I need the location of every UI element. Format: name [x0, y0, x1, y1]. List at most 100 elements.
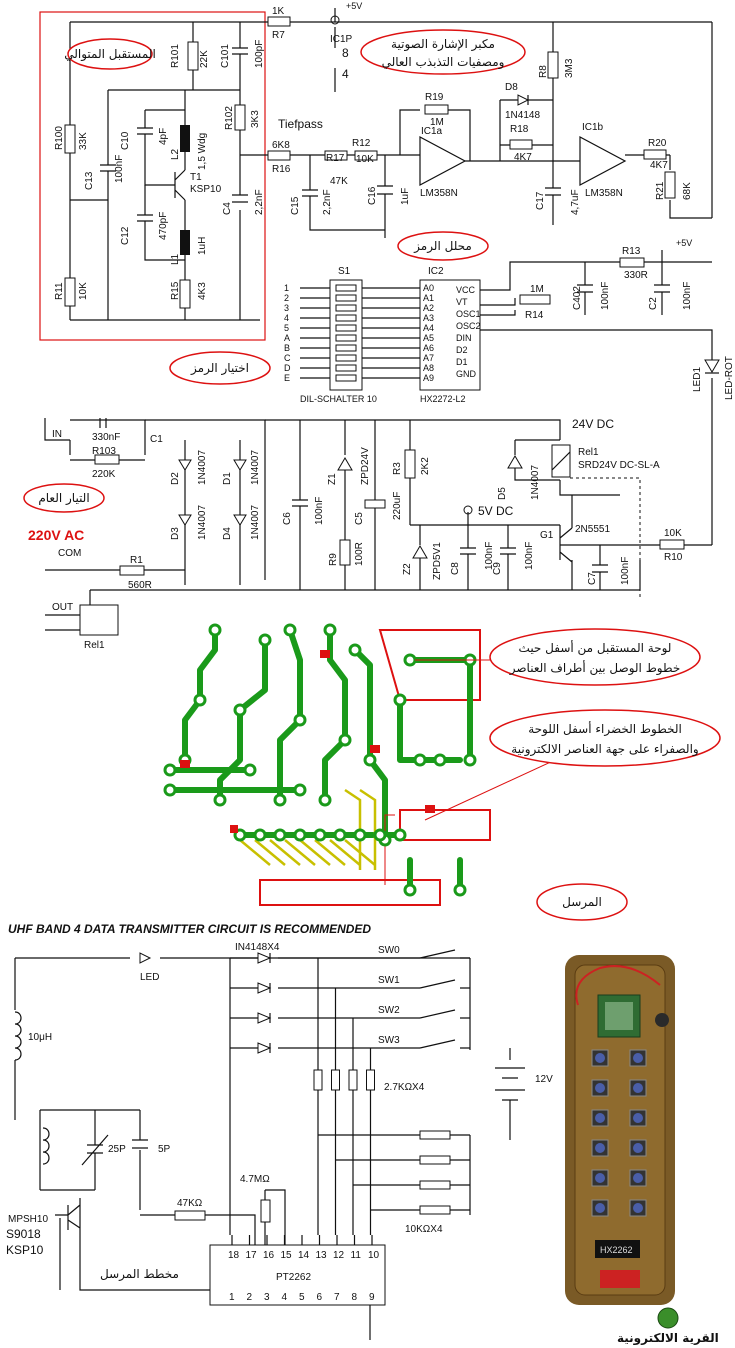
remote-button-cap [595, 1083, 605, 1093]
s1-label: 4 [284, 313, 289, 323]
svg-text:محلل الرمز: محلل الرمز [413, 239, 472, 254]
remote-photo: HX2262 القرية الالكترونية [565, 955, 735, 1348]
svg-text:R18: R18 [510, 124, 529, 135]
svg-text:Z2: Z2 [402, 563, 413, 575]
inductor-l1: L1 1uH [170, 200, 208, 280]
svg-text:2,2nF: 2,2nF [254, 189, 265, 215]
s1-switch [335, 354, 357, 362]
svg-text:100pF: 100pF [254, 40, 265, 68]
svg-text:HX2262: HX2262 [600, 1245, 633, 1255]
svg-text:خطوط الوصل بين أطراف العناصر: خطوط الوصل بين أطراف العناصر [509, 660, 681, 676]
resistor-r9: R9 100R [328, 539, 365, 590]
svg-text:IC1a: IC1a [421, 126, 443, 137]
ic2-pin-left: A2 [423, 303, 434, 313]
svg-text:R100: R100 [54, 126, 65, 150]
svg-text:47KΩ: 47KΩ [177, 1198, 203, 1209]
svg-text:COM: COM [58, 548, 81, 559]
svg-text:R8: R8 [538, 65, 549, 78]
ic-pin-bottom: 3 [264, 1292, 270, 1303]
annotation-amp: المستقبل المتوالي [64, 38, 156, 70]
ic2-pin-right: DIN [456, 333, 472, 343]
annotation-pcb-note1: لوحة المستقبل من أسفل حيث خطوط الوصل بين… [415, 628, 701, 686]
tx-switch [419, 1009, 470, 1019]
svg-text:1uF: 1uF [400, 188, 411, 205]
ic-pin-bottom: 8 [352, 1292, 358, 1303]
annotation-power: التيار العام [23, 483, 105, 513]
tx-switch [419, 1039, 470, 1049]
svg-text:C15: C15 [290, 196, 301, 215]
svg-text:+5V: +5V [346, 1, 362, 11]
s1-switch [335, 294, 357, 302]
pcb-pad [233, 703, 247, 717]
svg-text:R12: R12 [352, 138, 371, 149]
s1-label: 3 [284, 303, 289, 313]
relay-rel1: D5 1N4007 Rel1 SRD24V DC-SL-A [497, 439, 660, 600]
svg-text:D3: D3 [170, 527, 181, 540]
ic-pin-top: 18 [228, 1250, 240, 1261]
svg-text:33K: 33K [78, 132, 89, 150]
tx-pull-resistor [348, 1069, 358, 1091]
resistor-r12: R12 10K [352, 138, 378, 165]
svg-text:IC1P: IC1P [330, 34, 353, 45]
svg-text:C12: C12 [120, 226, 131, 245]
svg-text:R14: R14 [525, 310, 544, 321]
pcb-pad [163, 783, 177, 797]
svg-text:L1: L1 [170, 253, 181, 265]
ic2-pin-left: A8 [423, 363, 434, 373]
svg-text:SW1: SW1 [378, 975, 400, 986]
resistor-r20: R20 4K7 [643, 138, 668, 171]
svg-text:C4: C4 [222, 202, 233, 215]
svg-text:3M3: 3M3 [564, 58, 575, 78]
svg-text:1N4007: 1N4007 [530, 465, 541, 500]
capacitor-c15: C15 2,2nF [290, 155, 385, 231]
svg-text:SW3: SW3 [378, 1035, 400, 1046]
s1-switch [335, 324, 357, 332]
svg-text:2,2nF: 2,2nF [322, 189, 333, 215]
capacitor-c4: C4 2,2nF [222, 189, 265, 215]
svg-text:R102: R102 [224, 106, 235, 130]
svg-text:القرية الالكترونية: القرية الالكترونية [617, 1331, 719, 1346]
svg-text:10KΩX4: 10KΩX4 [405, 1224, 443, 1235]
svg-text:560R: 560R [128, 580, 152, 591]
capacitor-c402: C402 100nF [572, 262, 611, 315]
svg-text:Rel1: Rel1 [578, 447, 599, 458]
remote-button-cap [595, 1143, 605, 1153]
svg-text:1N4148: 1N4148 [505, 110, 540, 121]
resistor-r10: 10K R10 [560, 528, 712, 563]
svg-text:100nF: 100nF [314, 497, 325, 525]
pcb-layout [160, 612, 556, 912]
svg-text:LED: LED [140, 972, 159, 983]
resistor-r7: 1K R7 [267, 6, 291, 41]
ic2-pin-left: A3 [423, 313, 434, 323]
resistor-r1: R1 560R COM [45, 548, 185, 591]
svg-text:C1: C1 [150, 434, 163, 445]
pcb-pad [318, 793, 332, 807]
pcb-pad [243, 763, 257, 777]
tx-pull-resistor [366, 1069, 375, 1091]
svg-text:R17: R17 [326, 153, 345, 164]
svg-text:LED1: LED1 [692, 367, 703, 392]
resistor-r16: 6K8 R16 [267, 140, 291, 175]
s1-switch [335, 364, 357, 372]
zener-z1: Z1 ZPD24V [327, 420, 371, 540]
svg-text:8: 8 [342, 46, 349, 60]
svg-text:C7: C7 [587, 572, 598, 585]
svg-text:1M: 1M [430, 117, 444, 128]
pcb-pad [453, 883, 467, 897]
ic-pin-top: 12 [333, 1250, 345, 1261]
svg-text:ومصفيات التذبذب العالي: ومصفيات التذبذب العالي [382, 55, 505, 70]
svg-text:R9: R9 [328, 553, 339, 566]
svg-text:SW2: SW2 [378, 1005, 400, 1016]
svg-text:10K: 10K [356, 154, 374, 165]
resistor-r8: R8 3M3 [538, 22, 575, 161]
resistor-r102: R102 3K3 [224, 90, 261, 320]
tx-switch [419, 949, 470, 959]
s1-label: 2 [284, 293, 289, 303]
svg-text:ZPD24V: ZPD24V [360, 447, 371, 485]
remote-button-cap [633, 1143, 643, 1153]
svg-text:S1: S1 [338, 266, 351, 277]
svg-text:C17: C17 [535, 191, 546, 210]
svg-text:12V: 12V [535, 1074, 553, 1085]
svg-text:R1: R1 [130, 555, 143, 566]
